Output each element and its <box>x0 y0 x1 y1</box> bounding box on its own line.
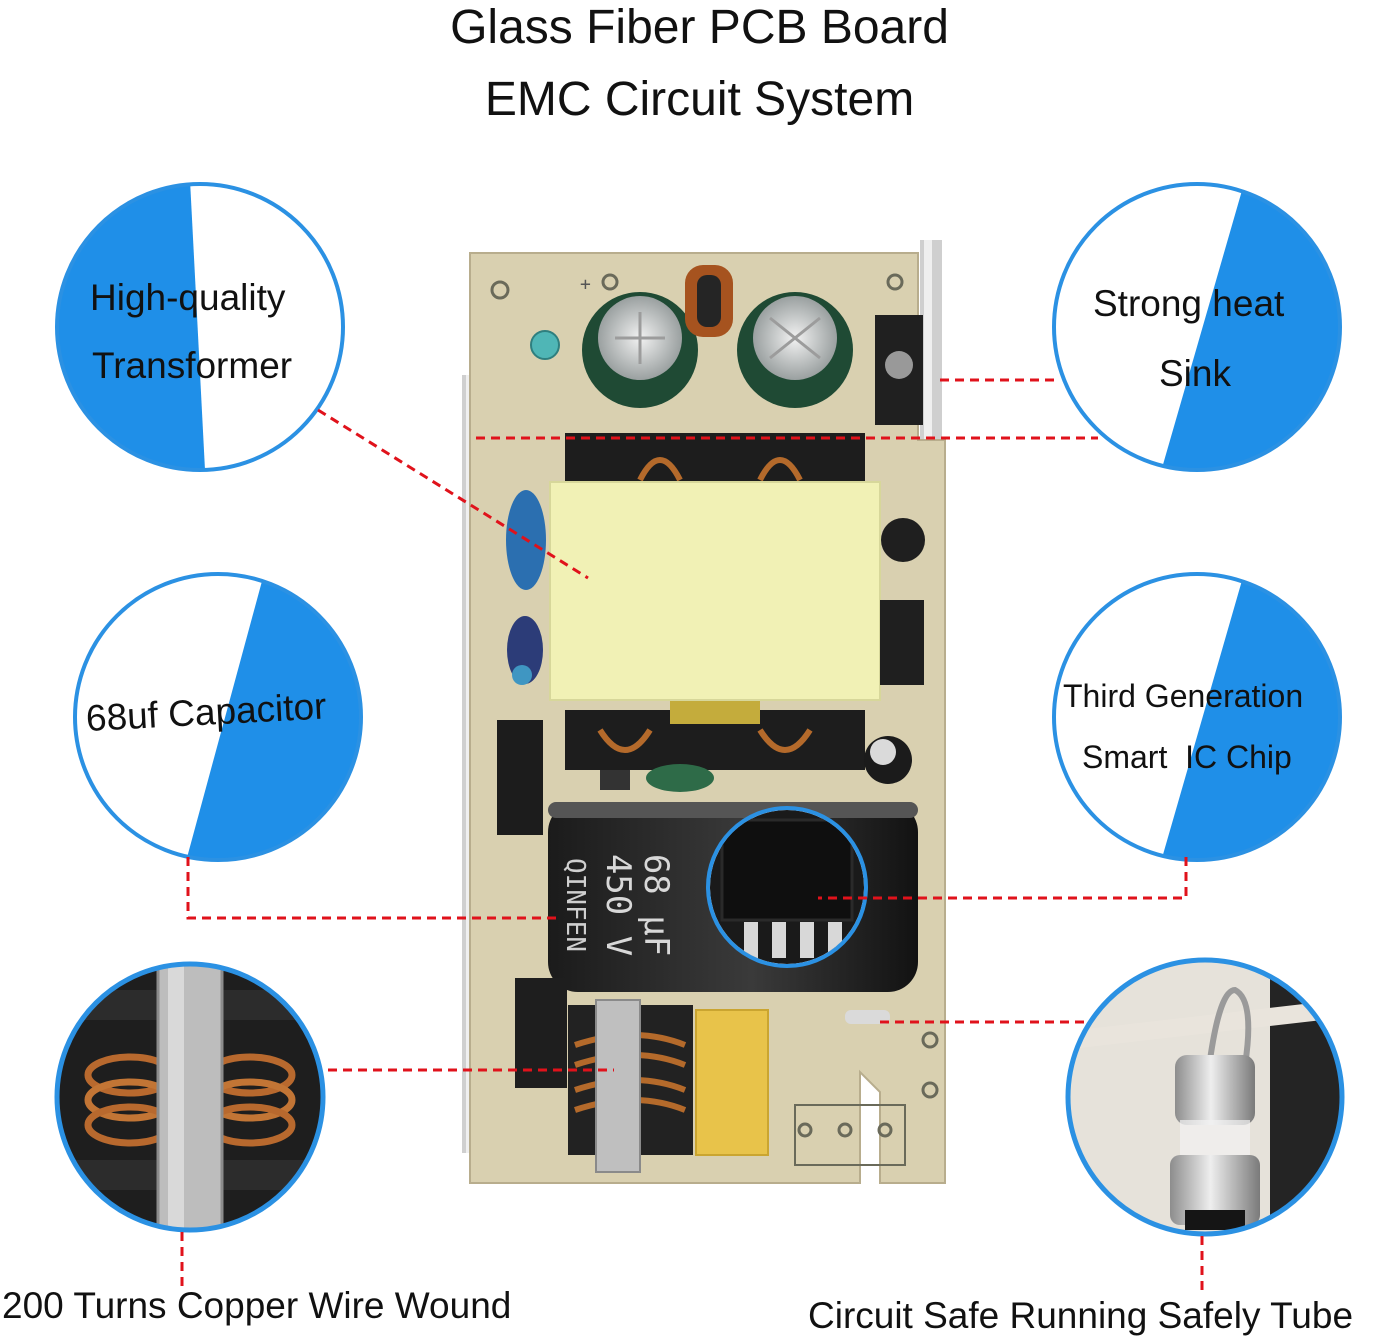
leader-lines <box>180 378 1204 1290</box>
leader-capacitor <box>186 857 558 920</box>
callout-heat-sink-circle <box>1052 182 1342 472</box>
page-title-line-2: EMC Circuit System <box>484 73 915 126</box>
leader-ic-chip <box>818 857 1188 900</box>
callout-ic-chip-line-2: Smart IC Chip <box>1082 739 1292 775</box>
output-capacitors <box>582 265 853 408</box>
callout-capacitor-circle <box>73 572 363 862</box>
copper-coil-photo <box>54 961 326 1233</box>
label-fuse-tube: Circuit Safe Running Safely Tube <box>808 1295 1354 1336</box>
svg-text:450 V: 450 V <box>598 854 638 956</box>
ic-chip-zoom <box>706 806 868 968</box>
page-title-line-1: Glass Fiber PCB Board <box>450 1 949 54</box>
svg-text:+: + <box>580 274 591 295</box>
callout-transformer-circle <box>55 182 345 472</box>
pcb-board: + <box>462 240 946 1184</box>
label-copper-wire: 200 Turns Copper Wire Wound <box>2 1285 512 1326</box>
callout-ic-chip-circle <box>1052 572 1342 862</box>
transformer-tape <box>549 481 881 701</box>
fuse-photo <box>1065 957 1345 1237</box>
callout-heat-sink-line-1: Strong heat <box>1093 283 1285 324</box>
callout-transformer-line-2: Transformer <box>92 345 293 386</box>
callout-heat-sink-line-2: Sink <box>1159 353 1231 394</box>
callout-transformer-line-1: High-quality <box>90 277 286 318</box>
callout-ic-chip-line-1: Third Generation <box>1063 678 1304 714</box>
leader-transformer <box>317 408 589 580</box>
svg-text:QINFEN: QINFEN <box>560 858 590 952</box>
svg-text:68 μF: 68 μF <box>636 854 676 956</box>
